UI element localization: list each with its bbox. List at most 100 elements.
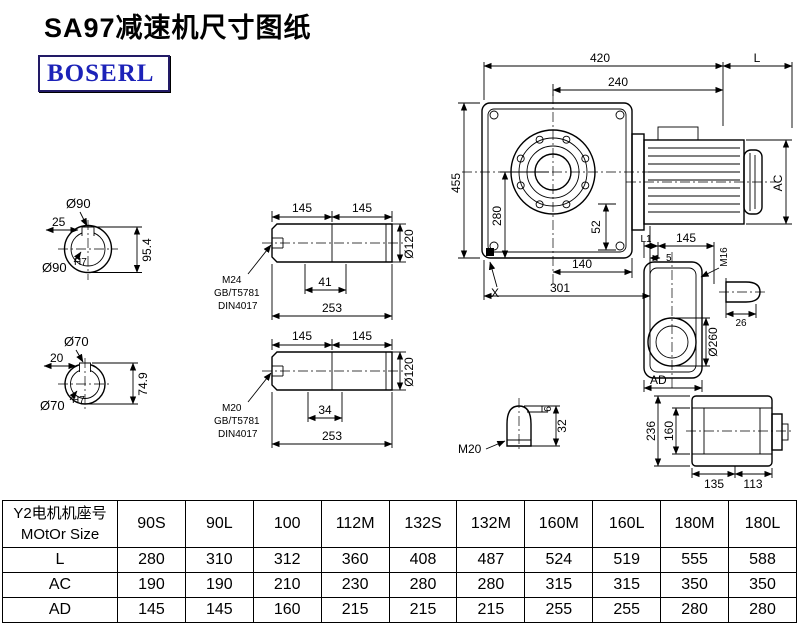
dim-52: 52 bbox=[589, 203, 616, 251]
table-cell: 190 bbox=[184, 572, 254, 598]
header-line-1: Y2电机机座号 bbox=[13, 505, 107, 522]
column-90l: 90L bbox=[184, 500, 254, 548]
dim-145b-label: 145 bbox=[352, 201, 372, 215]
main-view: 420 L 240 455 280 bbox=[449, 51, 793, 300]
column-160m: 160M bbox=[524, 500, 594, 548]
table-cell: 519 bbox=[592, 547, 662, 573]
dim-280-label: 280 bbox=[490, 206, 504, 226]
table-cell: 280 bbox=[117, 547, 186, 573]
table-cell: 230 bbox=[320, 572, 390, 598]
dim-20: 20 bbox=[43, 351, 77, 370]
shaft-end-view: M20 6 32 bbox=[458, 398, 569, 456]
label-x: X bbox=[491, 286, 499, 300]
dim-74-9: 74.9 bbox=[87, 362, 150, 405]
table-cell: 215 bbox=[456, 597, 526, 623]
dim-5-label: 5 bbox=[666, 253, 672, 264]
thread-callout-m20-end: M20 bbox=[458, 440, 506, 456]
dim-26: 26 bbox=[725, 304, 757, 329]
bore-view-90: Ø90 25 95.4 Ø90 H7 bbox=[42, 196, 154, 280]
dim-25-label: 25 bbox=[52, 215, 66, 229]
dim-5: 5 bbox=[649, 253, 672, 264]
dim-113: 113 bbox=[734, 468, 773, 491]
dim-26-label: 26 bbox=[735, 318, 747, 329]
dim-dia-120-bottom: Ø120 bbox=[392, 351, 416, 391]
dim-240-label: 240 bbox=[608, 75, 628, 89]
row-label-l: L bbox=[2, 547, 118, 573]
dim-160: 160 bbox=[662, 407, 690, 455]
dia-90-label: Ø90 bbox=[66, 196, 91, 211]
dim-140: 140 bbox=[552, 257, 633, 278]
input-shaft-profile bbox=[719, 278, 766, 306]
table-cell: 280 bbox=[728, 597, 797, 623]
thread-m20-end-label: M20 bbox=[458, 442, 482, 456]
column-180l: 180L bbox=[728, 500, 797, 548]
table-cell: 350 bbox=[728, 572, 797, 598]
table-cell: 280 bbox=[660, 597, 730, 623]
thread-callout-m20: M20 GB/T5781 DIN4017 bbox=[214, 372, 272, 440]
dim-32: 32 bbox=[524, 405, 569, 447]
dim-240: 240 bbox=[552, 75, 724, 96]
thread-m16-label: M16 bbox=[719, 247, 730, 267]
dim-dia-260: Ø260 bbox=[676, 317, 720, 367]
dim-253-bottom: 253 bbox=[271, 392, 393, 448]
table-cell: 190 bbox=[117, 572, 186, 598]
table-cell: 210 bbox=[252, 572, 322, 598]
dim-dia-120-top: Ø120 bbox=[392, 223, 416, 263]
table-cell: 160 bbox=[252, 597, 322, 623]
dim-145-side: 145 bbox=[657, 231, 715, 284]
side-view: L1 145 5 M16 bbox=[640, 231, 766, 392]
dim-420-label: 420 bbox=[590, 51, 610, 65]
dim-25: 25 bbox=[45, 215, 79, 234]
dim-52-label: 52 bbox=[589, 220, 603, 234]
table-cell: 524 bbox=[524, 547, 594, 573]
table-cell: 555 bbox=[660, 547, 730, 573]
table-cell: 255 bbox=[592, 597, 662, 623]
column-112m: 112M bbox=[320, 500, 390, 548]
gearbox-outline bbox=[462, 94, 648, 288]
motor-outline bbox=[626, 126, 776, 231]
bore-view-70: Ø70 20 74.9 Ø70 H7 bbox=[40, 334, 150, 413]
table-cell: 310 bbox=[184, 547, 254, 573]
table-cell: 360 bbox=[320, 547, 390, 573]
table-cell: 315 bbox=[592, 572, 662, 598]
fit-70-label: Ø70 H7 bbox=[40, 390, 85, 413]
page-title: SA97减速机尺寸图纸 bbox=[44, 13, 312, 43]
table-cell: 145 bbox=[184, 597, 254, 623]
dim-145c-label: 145 bbox=[292, 329, 312, 343]
dim-145d-label: 145 bbox=[352, 329, 372, 343]
dim-l-label: L bbox=[754, 51, 761, 65]
motor-size-header-cell: Y2电机机座号 MOtOr Size bbox=[2, 500, 118, 548]
dim-455: 455 bbox=[449, 102, 480, 259]
dim-301-label: 301 bbox=[550, 281, 570, 295]
table-cell: 588 bbox=[728, 547, 797, 573]
logo-text: BOSERL bbox=[47, 59, 155, 87]
dim-160-label: 160 bbox=[662, 421, 676, 441]
dim-253-top: 253 bbox=[271, 264, 393, 320]
dim-l1: L1 bbox=[640, 234, 659, 258]
table-cell: 280 bbox=[388, 572, 458, 598]
header-line-2: MOtOr Size bbox=[20, 526, 100, 543]
dia-70-label: Ø70 bbox=[64, 334, 89, 349]
table-cell: 145 bbox=[117, 597, 186, 623]
table-cell: 255 bbox=[524, 597, 594, 623]
dim-95-4: 95.4 bbox=[90, 226, 154, 273]
column-100: 100 bbox=[252, 500, 322, 548]
dim-20-label: 20 bbox=[50, 351, 64, 365]
dim-95-4-label: 95.4 bbox=[140, 238, 154, 262]
thread-m20-label: M20 bbox=[222, 403, 242, 414]
dim-135: 135 bbox=[691, 466, 736, 491]
table-cell: 408 bbox=[388, 547, 458, 573]
label-x-callout: X bbox=[488, 261, 499, 300]
dim-455-label: 455 bbox=[449, 173, 463, 193]
column-90s: 90S bbox=[117, 500, 186, 548]
x-marker bbox=[486, 248, 494, 256]
shaft-view-top: 145 145 Ø120 M24 GB/T5781 DIN4017 41 bbox=[214, 201, 416, 320]
shaft-view-bottom: 145 145 Ø120 M20 GB/T5781 DIN4017 34 bbox=[214, 329, 416, 448]
dim-74-9-label: 74.9 bbox=[136, 372, 150, 396]
fit-90-sup: H7 bbox=[74, 257, 87, 268]
dim-253-top-label: 253 bbox=[322, 301, 342, 315]
fit-90-label: Ø90 H7 bbox=[42, 251, 87, 275]
thread-m24-label: M24 bbox=[222, 275, 242, 286]
column-160l: 160L bbox=[592, 500, 662, 548]
